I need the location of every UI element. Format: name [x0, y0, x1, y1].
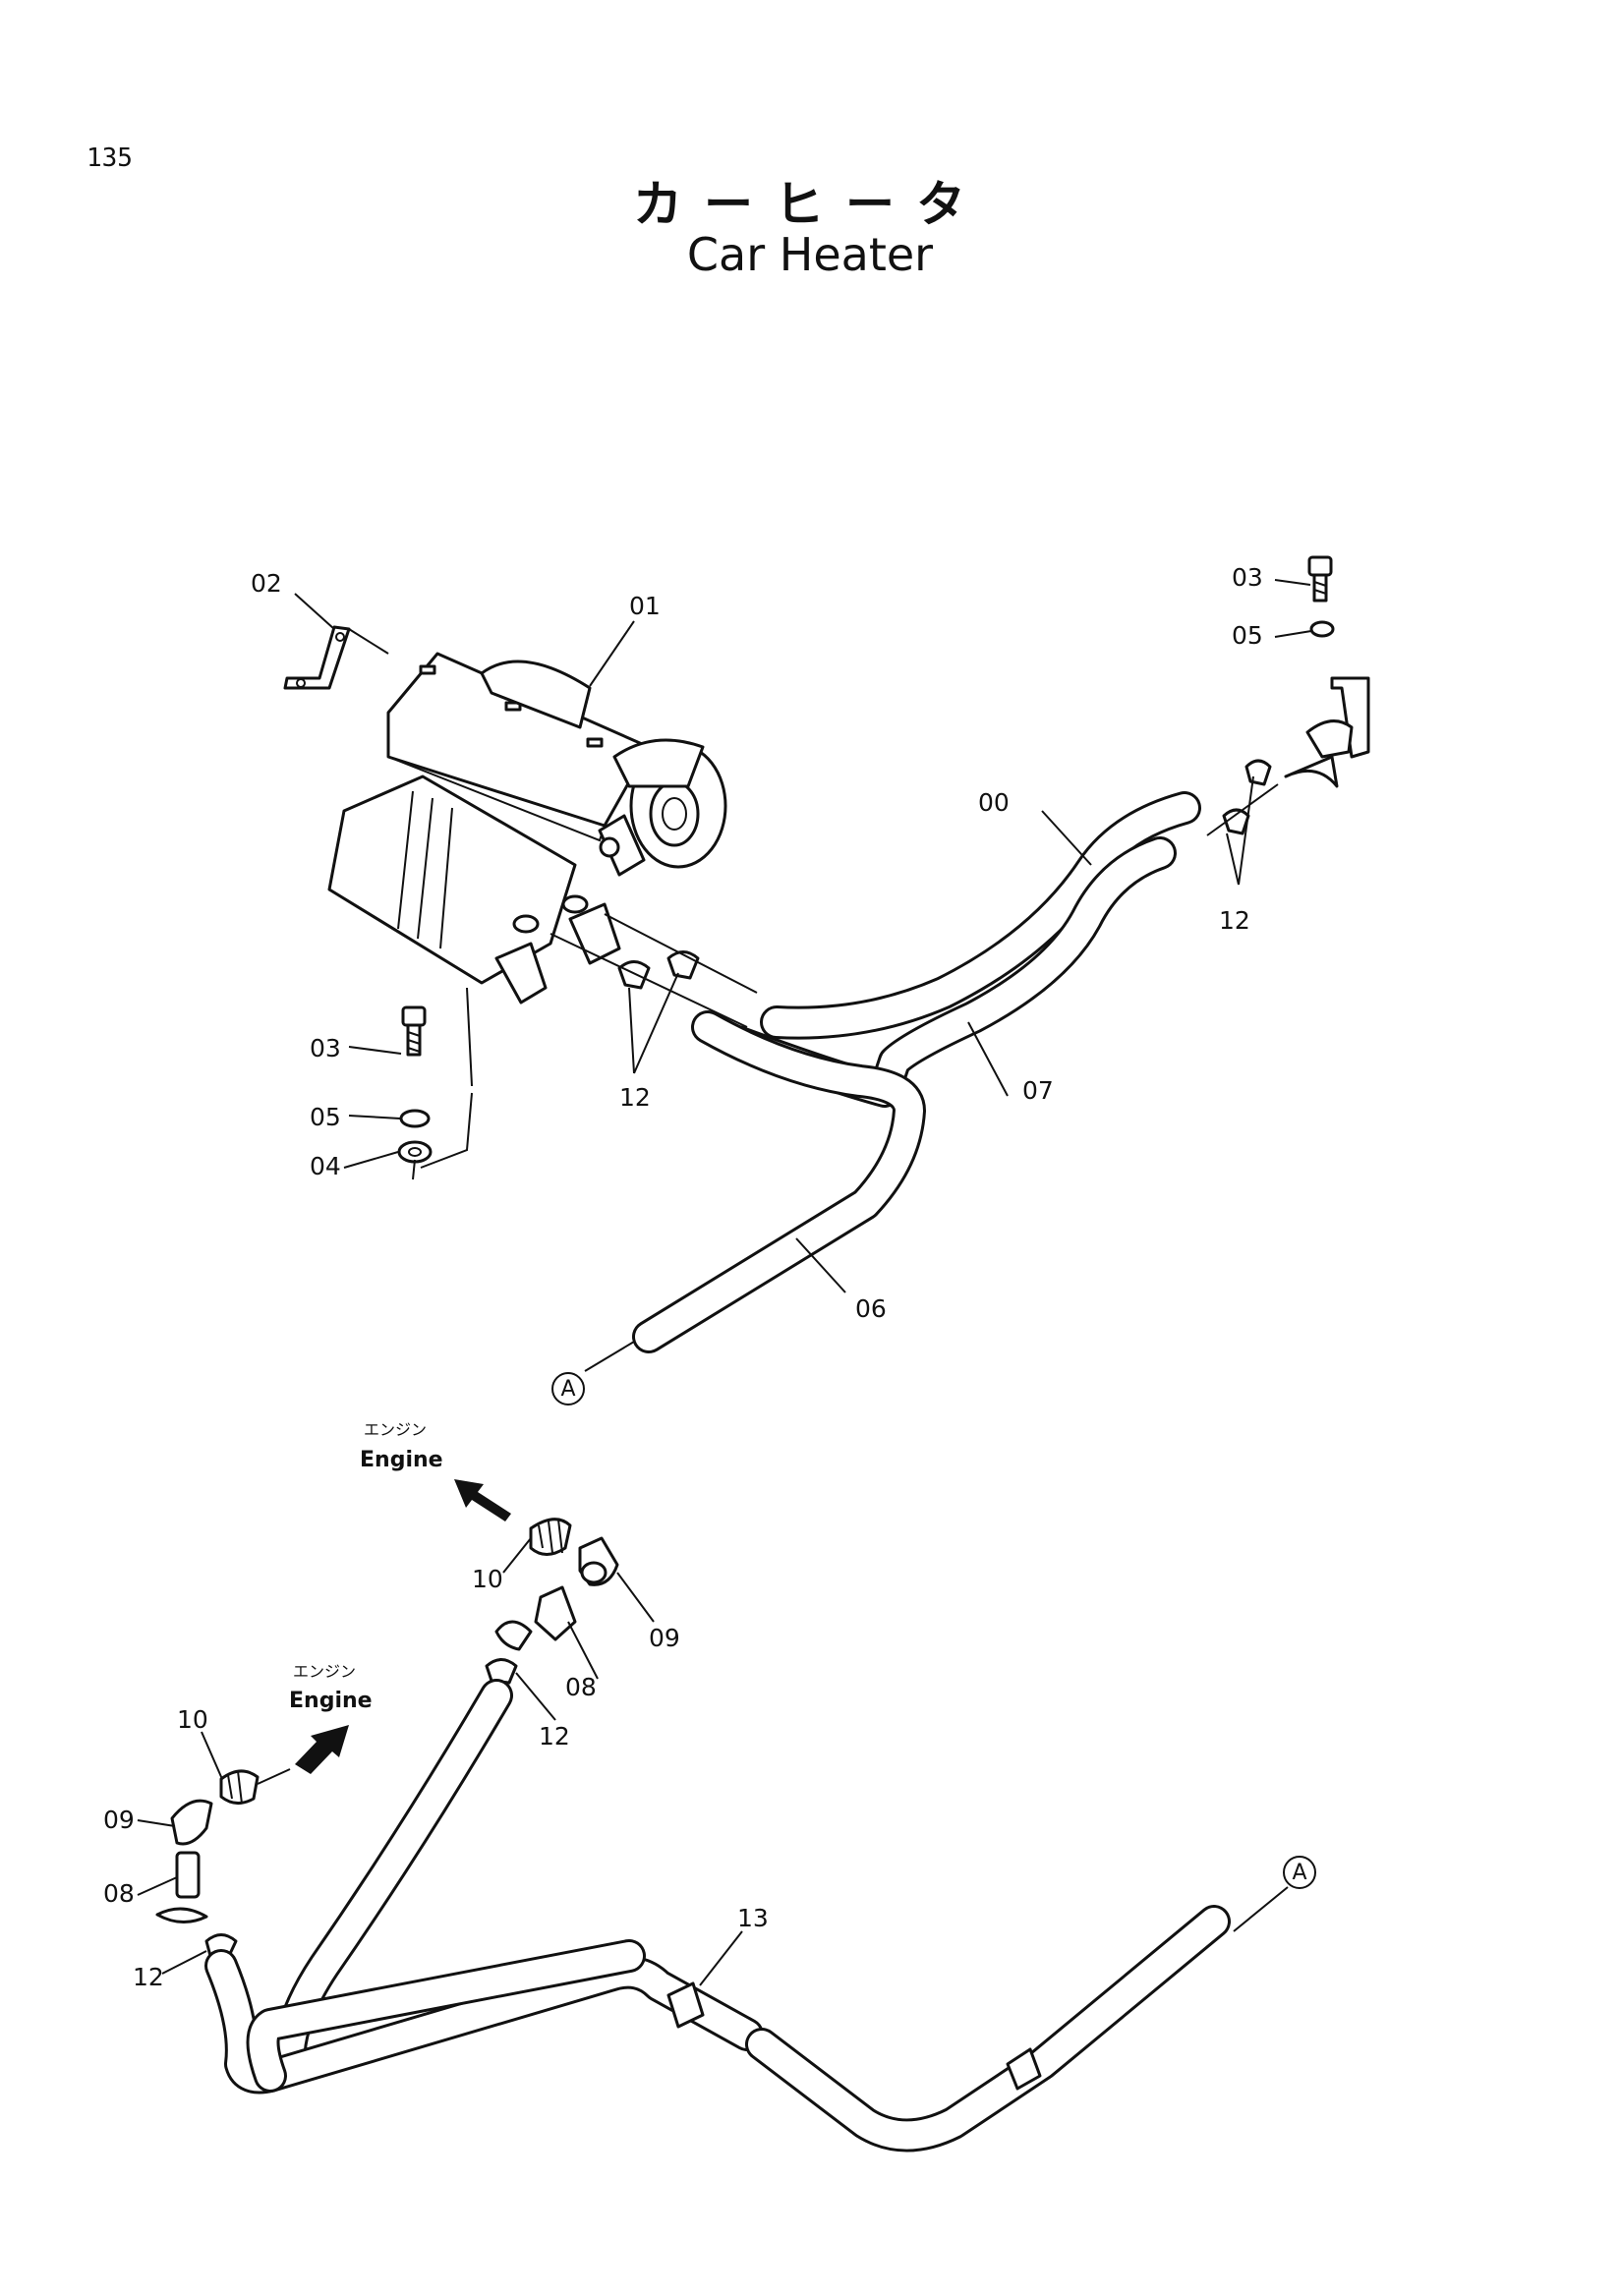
callout-03-left: 03 — [310, 1034, 341, 1062]
engine-note-en-upper: Engine — [360, 1448, 443, 1472]
callout-13: 13 — [737, 1904, 769, 1932]
heater-fittings — [494, 894, 758, 1028]
engine-note-jp-lower: エンジン — [293, 1662, 356, 1681]
callout-12-right: 12 — [1219, 906, 1250, 935]
callout-05-left: 05 — [310, 1103, 341, 1131]
callout-04: 04 — [310, 1152, 341, 1180]
callout-10-lower: 10 — [177, 1705, 208, 1734]
callout-00: 00 — [978, 788, 1010, 817]
ref-label-upper: A — [560, 1377, 575, 1402]
callout-12-middle: 12 — [539, 1722, 570, 1751]
callout-12-upper: 12 — [619, 1083, 651, 1112]
ref-label-lower: A — [1292, 1861, 1306, 1885]
engine-note-jp-upper: エンジン — [364, 1420, 427, 1439]
ref-marker-upper: A — [551, 1372, 585, 1406]
callout-09-lower: 09 — [103, 1806, 135, 1834]
callout-05-right: 05 — [1232, 621, 1263, 650]
callout-03-right: 03 — [1232, 563, 1263, 592]
callout-09-upper: 09 — [649, 1624, 680, 1652]
callout-08-lower: 08 — [103, 1879, 135, 1908]
callout-12-lower: 12 — [133, 1963, 164, 1991]
callout-02: 02 — [251, 569, 282, 598]
engine-side-fittings-right — [485, 1518, 619, 1685]
title-english: Car Heater — [686, 228, 934, 281]
title-japanese: カーヒータ — [633, 176, 987, 233]
right-bolt-stack — [1206, 555, 1370, 836]
ref-marker-lower: A — [1283, 1856, 1316, 1889]
upper-hoses — [632, 791, 1201, 1353]
lower-hoses — [204, 1679, 1231, 2152]
callout-10-upper: 10 — [472, 1565, 503, 1593]
callout-08-upper: 08 — [565, 1673, 597, 1701]
hose-clamps — [666, 1930, 1042, 2091]
lower-leader-lines — [137, 1537, 1289, 1975]
page-number: 135 — [87, 144, 133, 173]
left-bolt-stack — [397, 987, 473, 1180]
mounting-bracket — [283, 625, 389, 690]
upper-leader-lines — [294, 579, 1312, 1372]
heater-unit — [327, 652, 727, 985]
engine-note-en-lower: Engine — [289, 1689, 373, 1713]
callout-07: 07 — [1022, 1076, 1054, 1105]
engine-side-fittings-left — [155, 1768, 291, 1960]
callout-06: 06 — [855, 1294, 887, 1323]
callout-01: 01 — [629, 592, 661, 620]
engine-arrows — [295, 1479, 511, 1774]
